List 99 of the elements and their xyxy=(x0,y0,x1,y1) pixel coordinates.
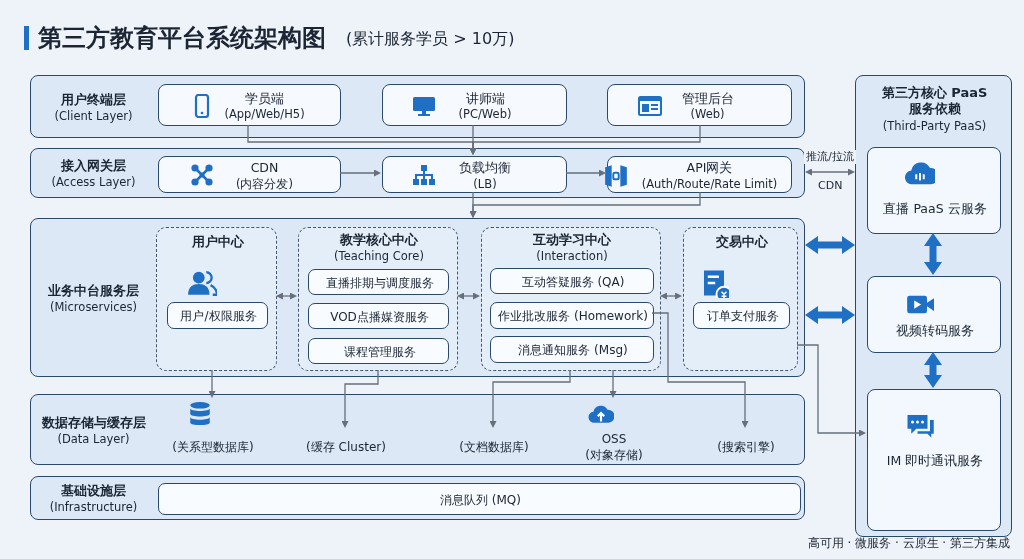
group-title: 互动学习中心 xyxy=(533,232,611,249)
layer-title: 数据存储与缓存层 xyxy=(41,414,146,431)
box-subtitle: (内容分发) xyxy=(236,176,293,191)
double-arrow xyxy=(805,238,855,252)
arrow xyxy=(651,312,749,428)
panel-subtitle: (Third-Party PaaS) xyxy=(882,118,987,133)
box-title: 管理后台 xyxy=(681,90,734,107)
group-title: 用户中心 xyxy=(191,233,244,251)
box-title: 学员端 xyxy=(245,90,284,107)
service-label: 消息队列 (MQ) xyxy=(440,492,521,508)
arrow xyxy=(609,369,617,398)
storage-label: (关系型数据库) xyxy=(172,439,254,455)
paas-service-box xyxy=(867,147,1001,234)
box-subtitle: (App/Web/H5) xyxy=(224,107,305,122)
double-arrow xyxy=(805,308,855,322)
service-label: 订单支付服务 xyxy=(706,309,779,324)
paas-service-box xyxy=(867,276,1001,353)
service-label: 直播排期与调度服务 xyxy=(325,275,434,291)
service-label: 视频转码服务 xyxy=(896,323,974,339)
layer-panel xyxy=(30,476,805,520)
client-box xyxy=(607,156,792,193)
service-label: VOD点播媒资服务 xyxy=(330,309,429,325)
arrow xyxy=(469,191,701,218)
service-label: IM 即时通讯服务 xyxy=(886,453,984,469)
layer-title: 用户终端层 xyxy=(61,91,126,108)
layer-title: 业务中台服务层 xyxy=(48,282,139,299)
arrow xyxy=(489,369,571,428)
double-arrow xyxy=(276,292,297,300)
service-group xyxy=(481,227,661,371)
layer-panel xyxy=(30,218,805,377)
service-group xyxy=(156,227,277,371)
double-arrow xyxy=(660,292,682,300)
service-box xyxy=(693,302,790,329)
layer-panel xyxy=(30,75,805,138)
service-label: 用户/权限服务 xyxy=(180,309,257,324)
box-subtitle: (Web) xyxy=(690,107,725,122)
service-box xyxy=(308,338,449,364)
group-title: 交易中心 xyxy=(715,233,768,251)
box-title: API网关 xyxy=(686,160,733,176)
double-arrow xyxy=(457,292,480,300)
storage-label: OSS xyxy=(601,431,627,447)
group-title: 教学核心中心 xyxy=(340,232,418,249)
layer-title: 基础设施层 xyxy=(61,483,126,500)
box-subtitle: (Auth/Route/Rate Limit) xyxy=(641,176,778,191)
double-arrow xyxy=(926,352,940,388)
service-label: 作业批改服务 (Homework) xyxy=(498,309,648,324)
diagram-title: 第三方教育平台系统架构图 xyxy=(38,23,326,54)
service-label: 消息通知服务 (Msg) xyxy=(518,343,628,358)
footer-caption: 高可用 · 微服务 · 云原生 · 第三方集成 xyxy=(807,535,1010,552)
service-box xyxy=(308,269,449,295)
arrow xyxy=(208,369,216,398)
storage-label: (搜索引擎) xyxy=(717,439,775,455)
storage-label: (文档数据库) xyxy=(459,439,529,455)
box-subtitle: (PC/Web) xyxy=(458,107,512,122)
line-label: CDN xyxy=(818,179,843,192)
arrow xyxy=(341,369,379,428)
service-group xyxy=(683,227,798,371)
client-box xyxy=(382,156,567,193)
client-box xyxy=(158,156,341,193)
layer-subtitle: (Access Layer) xyxy=(51,175,136,190)
arrow xyxy=(469,124,701,155)
client-box xyxy=(382,84,567,126)
layer-subtitle: (Client Layer) xyxy=(54,108,133,124)
arrow xyxy=(796,344,866,437)
double-arrow xyxy=(926,233,940,275)
paas-panel xyxy=(855,75,1012,537)
group-subtitle: (Teaching Core) xyxy=(334,249,424,264)
service-label: 课程管理服务 xyxy=(343,344,416,360)
service-box xyxy=(490,336,654,363)
box-title: 讲师端 xyxy=(465,90,505,107)
service-label: 互动答疑服务 (QA) xyxy=(521,274,625,290)
client-box xyxy=(607,84,792,126)
service-box xyxy=(158,483,801,515)
box-title: CDN xyxy=(250,160,279,176)
storage-label: (对象存储) xyxy=(585,447,643,463)
client-box xyxy=(158,84,341,126)
layer-title: 接入网关层 xyxy=(61,158,126,175)
panel-title: 第三方核心 PaaS 服务依赖 xyxy=(880,85,989,118)
service-box xyxy=(308,303,449,329)
service-label: 直播 PaaS 云服务 xyxy=(883,201,987,217)
arrow xyxy=(339,169,381,177)
edge-label: 推流/拉流 xyxy=(804,150,856,164)
layer-subtitle: (Data Layer) xyxy=(57,431,130,447)
double-arrow xyxy=(805,168,855,176)
layer-panel xyxy=(30,148,805,198)
service-box xyxy=(167,302,268,329)
layer-subtitle: (Microservices) xyxy=(49,299,138,315)
service-box xyxy=(490,268,654,294)
box-title: 负载均衡 xyxy=(459,160,511,176)
arrow xyxy=(565,169,606,177)
storage-label: (缓存 Cluster) xyxy=(306,439,386,455)
service-group xyxy=(298,227,458,371)
layer-subtitle: (Infrastructure) xyxy=(49,500,138,515)
paas-service-box xyxy=(867,389,1001,531)
box-subtitle: (LB) xyxy=(473,176,497,191)
layer-panel xyxy=(30,394,805,465)
group-subtitle: (Interaction) xyxy=(536,249,608,264)
title-note: (累计服务学员 > 10万) xyxy=(346,29,515,50)
service-box xyxy=(490,302,654,329)
